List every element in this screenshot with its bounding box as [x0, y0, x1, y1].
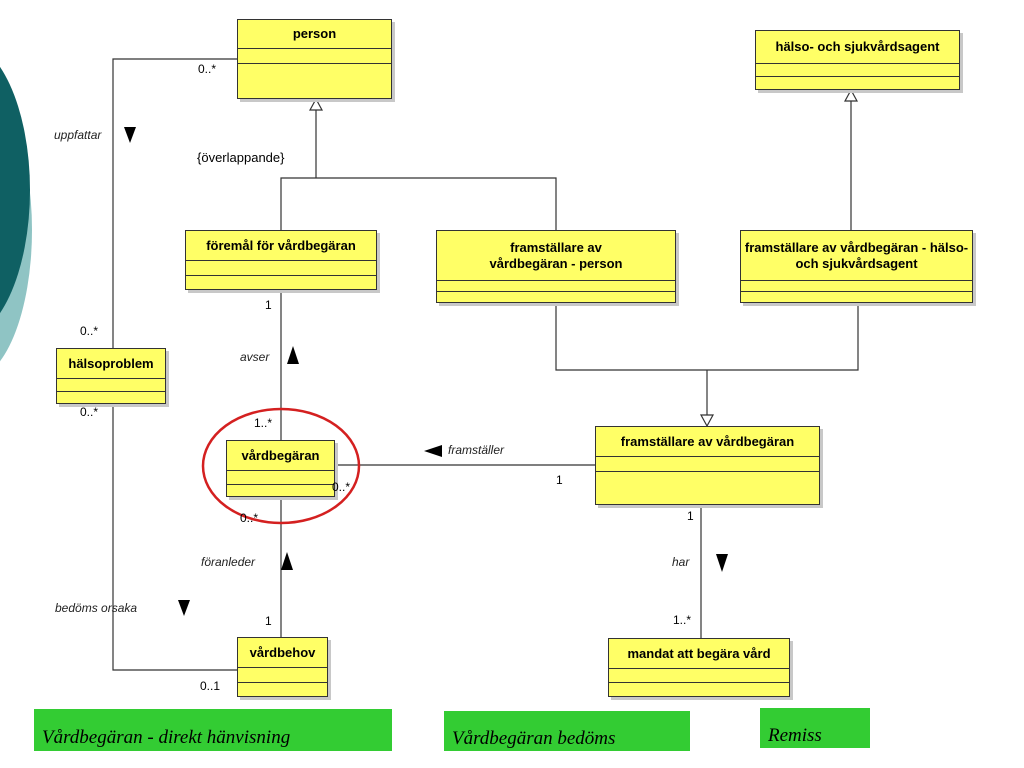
- generalization-arrowhead-framstallare: [699, 414, 715, 428]
- association-bedoms-orsaka: [112, 404, 237, 671]
- class-fram-person-name: framställare av vårdbegäran - person: [437, 231, 675, 281]
- class-foremal-name: föremål för vårdbegäran: [186, 231, 376, 261]
- generalization-arrowhead-agent: [843, 88, 859, 102]
- generalization-arrowhead-person: [308, 97, 324, 111]
- multiplicity-foremal-avser: 1: [265, 298, 272, 312]
- class-halso-agent-operations: [756, 77, 959, 90]
- class-halsoproblem-name: hälsoproblem: [57, 349, 165, 379]
- generalization-foremal-person: [280, 177, 557, 230]
- banner-bedoms: Vårdbegäran bedöms: [444, 711, 690, 751]
- uppfattar-direction-arrow: [124, 127, 136, 143]
- class-foremal: föremål för vårdbegäran: [185, 230, 377, 290]
- multiplicity-fram-framstaller: 1: [556, 473, 563, 487]
- banner-bedoms-text: Vårdbegäran bedöms: [452, 728, 616, 749]
- class-vardbegaran-name: vårdbegäran: [227, 441, 334, 471]
- class-mandat-operations: [609, 683, 789, 697]
- class-vardbegaran-operations: [227, 485, 334, 497]
- har-direction-arrow: [716, 554, 728, 572]
- class-vardbehov: vårdbehov: [237, 637, 328, 697]
- association-label-framstaller: framställer: [448, 443, 505, 457]
- class-person-attributes: [238, 49, 391, 64]
- multiplicity-fram-har: 1: [687, 509, 694, 523]
- multiplicity-halsoproblem-bottom: 0..*: [80, 405, 99, 419]
- class-fram-agent-name: framställare av vårdbegäran - hälso- och…: [741, 231, 972, 281]
- association-uppfattar: [112, 58, 237, 348]
- banner-remiss: Remiss: [760, 708, 870, 748]
- class-vardbegaran: vårdbegäran: [226, 440, 335, 497]
- class-person-name: person: [238, 20, 391, 49]
- multiplicity-behov-bedoms: 0..1: [200, 679, 221, 693]
- highlight-circle: [201, 407, 361, 525]
- class-person-operations: [238, 64, 391, 98]
- association-label-bedoms-orsaka: bedöms orsaka: [55, 601, 138, 615]
- association-label-har: har: [672, 555, 690, 569]
- class-fram-agent-operations: [741, 292, 972, 303]
- banner-remiss-text: Remiss: [768, 725, 822, 746]
- class-fram-agent-attributes: [741, 281, 972, 292]
- association-label-uppfattar: uppfattar: [54, 128, 102, 142]
- class-foremal-operations: [186, 276, 376, 290]
- class-framstallare-attributes: [596, 457, 819, 472]
- class-mandat-name: mandat att begära vård: [609, 639, 789, 669]
- class-fram-person: framställare av vårdbegäran - person: [436, 230, 676, 303]
- banner-direkt-hanvisning-text: Vårdbegäran - direkt hänvisning: [42, 727, 291, 748]
- multiplicity-behov-foranleder: 1: [265, 614, 272, 628]
- class-vardbegaran-attributes: [227, 471, 334, 485]
- class-mandat: mandat att begära vård: [608, 638, 790, 697]
- class-mandat-attributes: [609, 669, 789, 683]
- multiplicity-halsoproblem-top: 0..*: [80, 324, 99, 338]
- class-halsoproblem-operations: [57, 392, 165, 404]
- multiplicity-mandat-har: 1..*: [673, 613, 692, 627]
- class-framstallare: framställare av vårdbegäran: [595, 426, 820, 505]
- multiplicity-vard-framstaller: 0..*: [332, 480, 351, 494]
- class-fram-person-operations: [437, 292, 675, 303]
- class-halso-agent: hälso- och sjukvårdsagent: [755, 30, 960, 90]
- class-fram-person-attributes: [437, 281, 675, 292]
- overlapping-constraint: {överlappande}: [197, 150, 285, 165]
- class-halsoproblem: hälsoproblem: [56, 348, 166, 404]
- class-framstallare-name: framställare av vårdbegäran: [596, 427, 819, 457]
- multiplicity-vard-avser: 1..*: [254, 416, 273, 430]
- class-foremal-attributes: [186, 261, 376, 276]
- class-vardbehov-operations: [238, 683, 327, 697]
- class-fram-agent: framställare av vårdbegäran - hälso- och…: [740, 230, 973, 303]
- foranleder-direction-arrow: [281, 552, 293, 570]
- multiplicity-vard-foranleder: 0..*: [240, 511, 259, 525]
- class-halso-agent-attributes: [756, 64, 959, 77]
- class-vardbehov-attributes: [238, 668, 327, 683]
- multiplicity-person-uppfattar: 0..*: [198, 62, 217, 76]
- class-framstallare-operations: [596, 472, 819, 505]
- class-halso-agent-name: hälso- och sjukvårdsagent: [756, 31, 959, 64]
- association-label-foranleder: föranleder: [201, 555, 256, 569]
- framstaller-direction-arrow: [424, 445, 442, 457]
- generalization-framstallare: [555, 303, 859, 371]
- class-vardbehov-name: vårdbehov: [238, 638, 327, 668]
- class-halsoproblem-attributes: [57, 379, 165, 392]
- class-person: person: [237, 19, 392, 99]
- association-label-avser: avser: [240, 350, 270, 364]
- avser-direction-arrow: [287, 346, 299, 364]
- bedoms-orsaka-direction-arrow: [178, 600, 190, 616]
- teal-dark-shape: [0, 66, 30, 314]
- banner-direkt-hanvisning: Vårdbegäran - direkt hänvisning: [34, 709, 392, 751]
